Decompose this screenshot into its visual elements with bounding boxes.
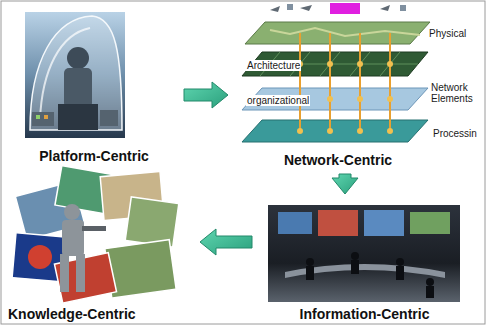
panel-caption: Information-Centric [258, 306, 471, 322]
panel-node: Platform-Centric [10, 8, 178, 164]
layer-label: Processin [432, 128, 478, 139]
layer-label: Architecture [246, 60, 301, 71]
flow-arrow [184, 82, 228, 108]
panel-node: Information-Centric [258, 200, 471, 322]
flow-arrow [332, 174, 358, 194]
network-layers-picture [242, 3, 430, 142]
layer-label: Physical [428, 28, 467, 39]
panel-caption: Platform-Centric [10, 148, 178, 164]
panel-caption: Knowledge-Centric [8, 306, 194, 322]
flow-arrow [200, 229, 252, 255]
panel-caption: Network-Centric [234, 152, 442, 168]
cockpit-picture [25, 12, 125, 138]
layer-label: Network Elements [430, 82, 482, 104]
panel-node: Network-Centric [234, 4, 442, 168]
command-room-picture [268, 205, 460, 302]
knowledge-collage-picture [12, 166, 179, 304]
panel-node: Knowledge-Centric [2, 160, 194, 322]
layer-label: organizational [246, 95, 310, 106]
